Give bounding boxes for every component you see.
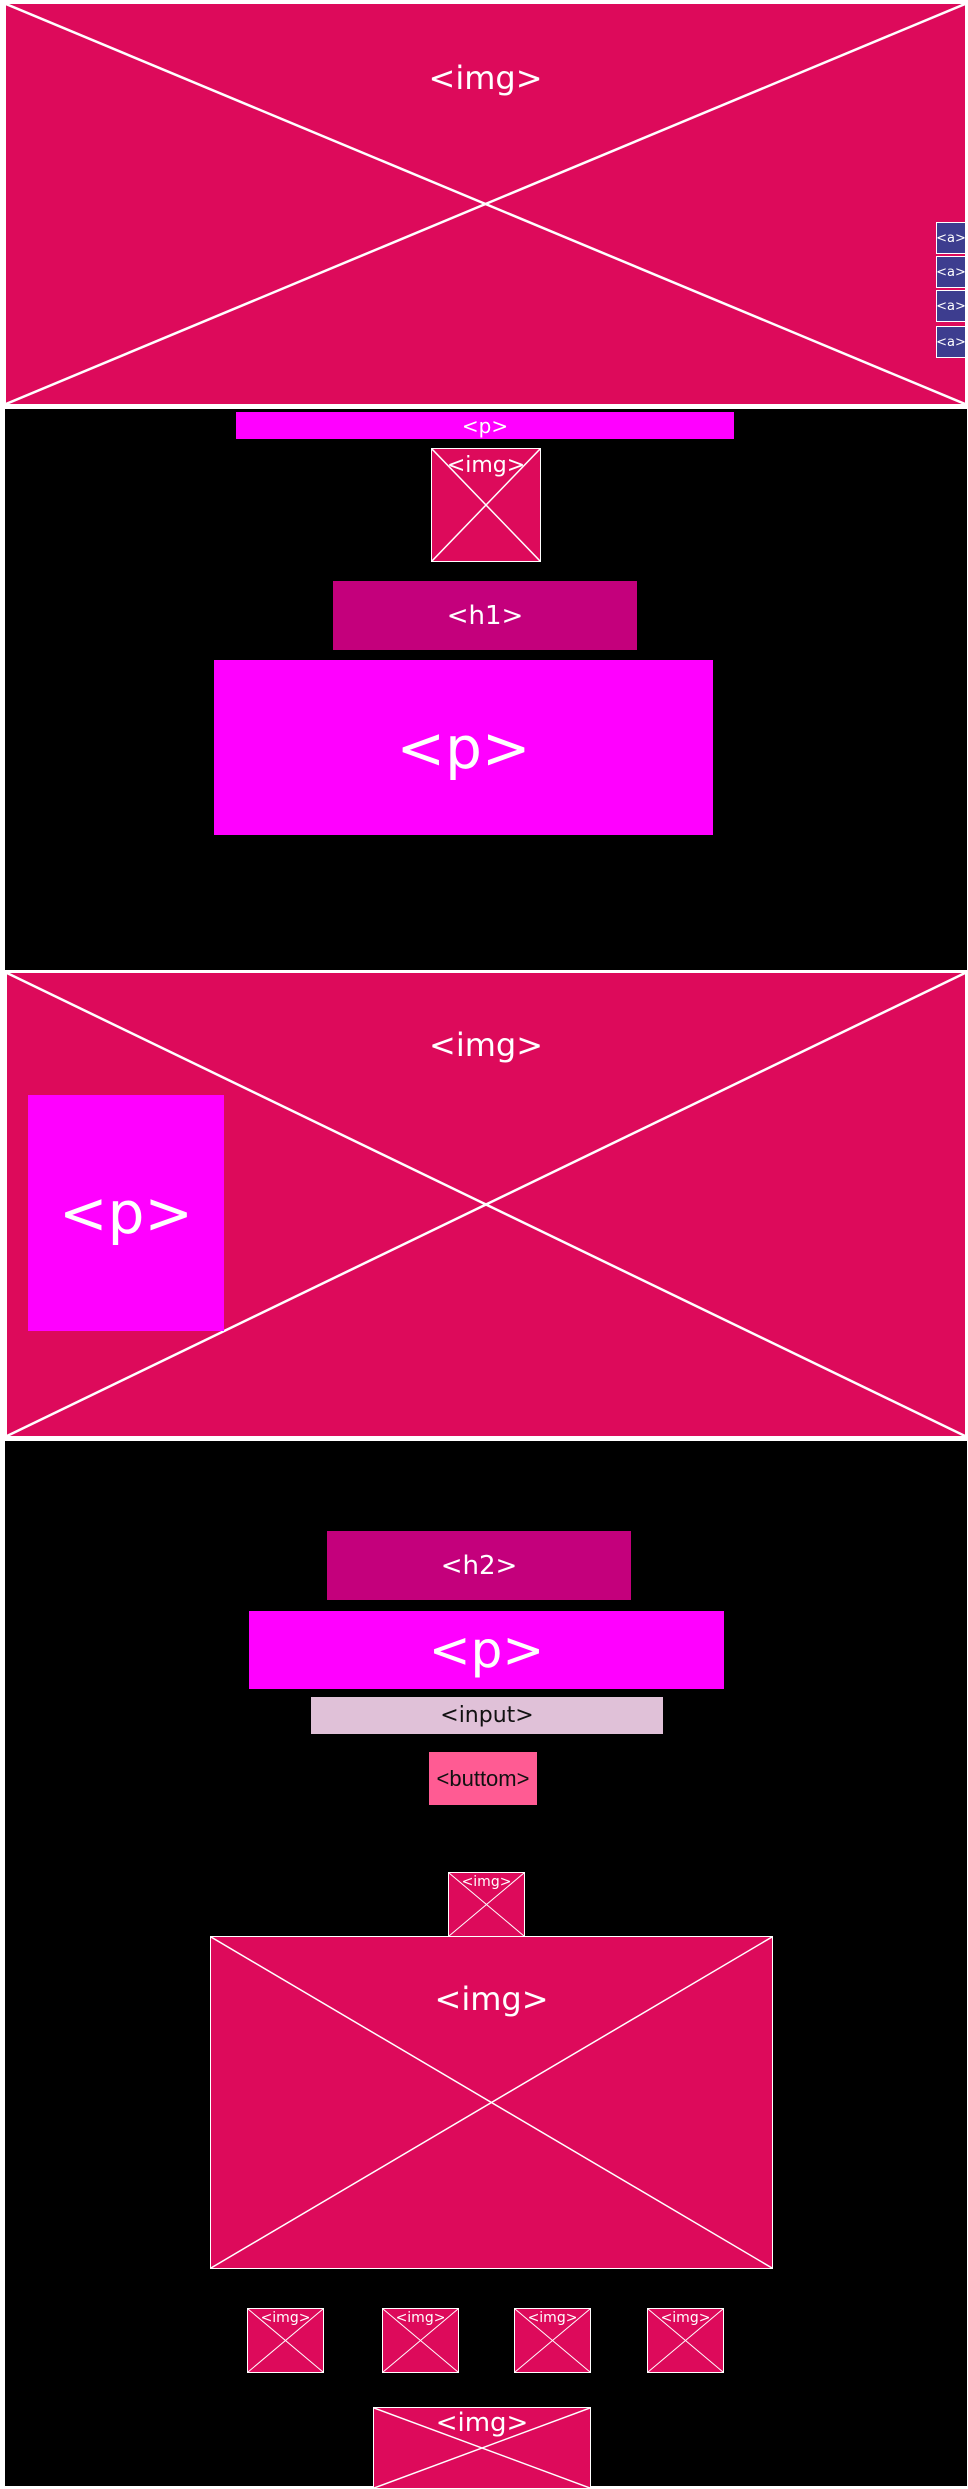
signup-paragraph: <p> (249, 1611, 724, 1689)
signup-button[interactable]: <buttom> (429, 1752, 537, 1805)
placeholder-cross-icon (248, 2309, 323, 2372)
gallery-item-1-image-placeholder: <img> (247, 2308, 324, 2373)
intro-small-image-placeholder: <img> (431, 448, 541, 562)
footer-image-placeholder: <img> (373, 2407, 591, 2489)
gallery-item-3-label: <img> (527, 2310, 578, 2326)
nav-link-1[interactable]: <a> (936, 222, 966, 254)
gallery-item-1-label: <img> (260, 2310, 311, 2326)
placeholder-cross-icon (211, 1937, 772, 2268)
gallery-item-2-image-placeholder: <img> (382, 2308, 459, 2373)
placeholder-cross-icon (449, 1873, 524, 1936)
intro-heading: <h1> (333, 581, 637, 650)
placeholder-cross-icon (7, 973, 965, 1436)
feature-image-placeholder: <img> (5, 971, 967, 1438)
nav-link-3[interactable]: <a> (936, 290, 966, 322)
intro-small-image-label: <img> (446, 453, 526, 478)
gallery-thumb-image-placeholder: <img> (448, 1872, 525, 1937)
gallery-item-4-image-placeholder: <img> (647, 2308, 724, 2373)
footer-image-label: <img> (435, 2408, 529, 2438)
intro-top-paragraph: <p> (236, 412, 734, 439)
placeholder-cross-icon (648, 2309, 723, 2372)
signup-heading: <h2> (327, 1531, 631, 1600)
intro-paragraph: <p> (214, 660, 713, 835)
feature-overlay-paragraph: <p> (28, 1095, 224, 1331)
nav-link-2[interactable]: <a> (936, 256, 966, 288)
placeholder-cross-icon (374, 2408, 590, 2488)
gallery-item-3-image-placeholder: <img> (514, 2308, 591, 2373)
signup-input[interactable]: <input> (311, 1697, 663, 1734)
gallery-main-image-label: <img> (434, 1980, 549, 2018)
feature-image-label: <img> (429, 1026, 543, 1064)
gallery-item-2-label: <img> (395, 2310, 446, 2326)
gallery-thumb-label: <img> (461, 1874, 512, 1890)
hero-image-placeholder: <img> (4, 2, 967, 406)
gallery-item-4-label: <img> (660, 2310, 711, 2326)
nav-link-4[interactable]: <a> (936, 326, 966, 358)
placeholder-cross-icon (383, 2309, 458, 2372)
placeholder-cross-icon (515, 2309, 590, 2372)
hero-image-label: <img> (428, 59, 543, 97)
placeholder-cross-icon (432, 449, 540, 561)
gallery-main-image-placeholder: <img> (210, 1936, 773, 2269)
placeholder-cross-icon (6, 4, 965, 404)
